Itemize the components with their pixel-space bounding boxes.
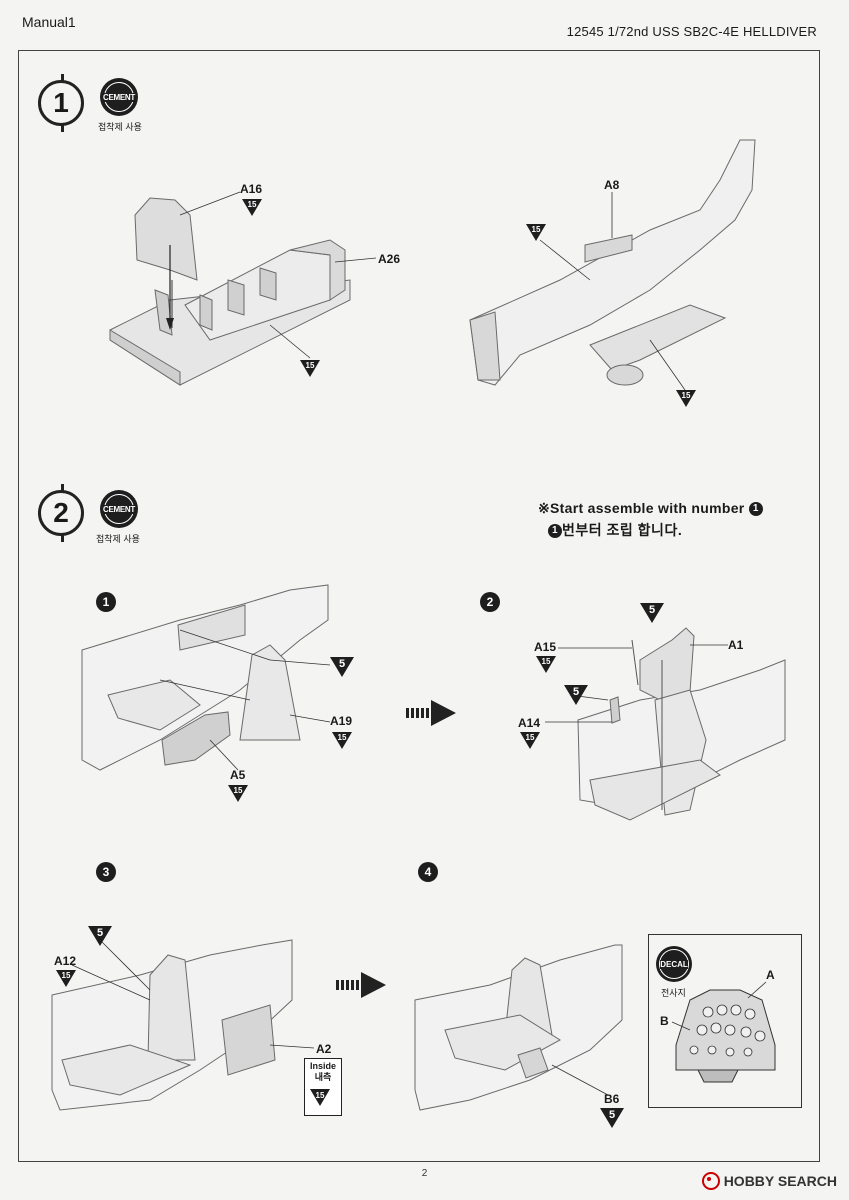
part-a5: A5 — [230, 768, 246, 782]
paint-marker: 15 — [332, 732, 352, 749]
decal-panel — [648, 934, 802, 1108]
part-a1: A1 — [728, 638, 744, 652]
next-arrow-icon — [406, 700, 456, 726]
decal-b-label: B — [660, 1014, 669, 1028]
paint-marker: 5 — [640, 603, 664, 623]
part-a8: A8 — [604, 178, 620, 192]
paint-marker: 15 — [310, 1089, 330, 1106]
substep-4: 4 — [418, 862, 438, 882]
part-a12: A12 — [54, 954, 77, 968]
part-a26: A26 — [378, 252, 401, 266]
part-b6: B6 — [604, 1092, 620, 1106]
paint-marker: 5 — [600, 1108, 624, 1128]
step-2-circle: 2 — [38, 484, 84, 542]
substep-3: 3 — [96, 862, 116, 882]
part-a19: A19 — [330, 714, 353, 728]
hobby-search-logo-icon — [701, 1172, 720, 1190]
decal-sub-label: 전사지 — [661, 988, 686, 998]
step-1-circle: 1 — [38, 74, 84, 132]
paint-marker: 15 — [526, 224, 546, 241]
cement-label: CEMENT — [102, 504, 136, 514]
decal-icon: DECAL — [656, 946, 692, 982]
paint-marker: 5 — [564, 685, 588, 705]
assembly-note-en: ※Start assemble with number 1 — [538, 500, 763, 517]
part-a16: A16 — [240, 182, 263, 196]
cement-sub-label: 접착제 사용 — [96, 534, 140, 544]
paint-marker: 15 — [242, 199, 262, 216]
kit-title: 12545 1/72nd USS SB2C-4E HELLDIVER — [566, 24, 817, 39]
substep-1: 1 — [96, 592, 116, 612]
paint-marker: 15 — [228, 785, 248, 802]
paint-marker: 15 — [520, 732, 540, 749]
paint-marker: 15 — [56, 970, 76, 987]
paint-marker: 15 — [676, 390, 696, 407]
inside-indicator: Inside 내측 15 — [304, 1058, 342, 1116]
page-frame — [18, 50, 820, 1162]
cement-icon: CEMENT — [100, 78, 138, 116]
cement-label: CEMENT — [102, 92, 136, 102]
next-arrow-icon — [336, 972, 386, 998]
paint-marker: 15 — [536, 656, 556, 673]
cement-icon: CEMENT — [100, 490, 138, 528]
page-number: 2 — [421, 1168, 428, 1179]
part-a14: A14 — [518, 716, 541, 730]
part-a15: A15 — [534, 640, 557, 654]
paint-marker: 5 — [88, 926, 112, 946]
substep-2: 2 — [480, 592, 500, 612]
decal-a-label: A — [766, 968, 775, 982]
watermark: HOBBY SEARCH — [701, 1172, 837, 1190]
paint-marker: 15 — [300, 360, 320, 377]
paint-marker: 5 — [330, 657, 354, 677]
inside-label-en: Inside — [309, 1061, 336, 1071]
manual-label: Manual1 — [22, 14, 76, 30]
part-a2: A2 — [316, 1042, 332, 1056]
decal-label: DECAL — [660, 959, 688, 969]
inside-label-ko: 내측 — [314, 1072, 332, 1082]
cement-sub-label: 접착제 사용 — [98, 122, 142, 132]
